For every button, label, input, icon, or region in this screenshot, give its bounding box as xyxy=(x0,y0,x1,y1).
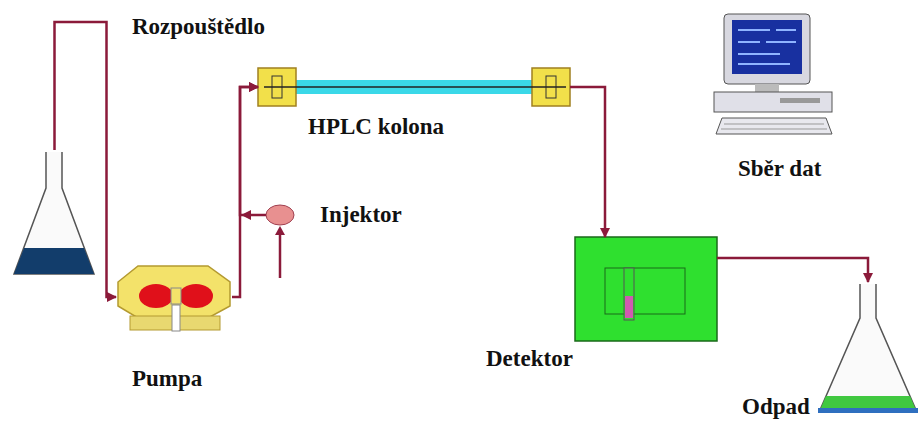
flow-line xyxy=(240,87,266,215)
component-label: Sběr dat xyxy=(738,156,821,182)
hplc-column: HPLC kolona xyxy=(258,68,570,106)
pump: Pumpa xyxy=(116,262,232,332)
column-axis xyxy=(264,86,566,88)
detector-body xyxy=(575,237,717,341)
component-label: Pumpa xyxy=(132,366,202,392)
detector: Detektor xyxy=(575,237,717,341)
flow-cell xyxy=(624,268,634,320)
connector-group xyxy=(55,22,869,297)
monitor-screen xyxy=(732,20,802,74)
pump-rod xyxy=(172,305,180,331)
monitor-stand xyxy=(755,84,779,92)
injector: Injektor xyxy=(266,205,294,225)
screen-line xyxy=(776,29,796,31)
solvent-flask: Rozpouštědlo xyxy=(12,150,97,278)
flow-line xyxy=(55,22,117,297)
component-label: Rozpouštědlo xyxy=(132,14,265,40)
screen-line xyxy=(738,29,770,31)
screen-line xyxy=(738,53,780,55)
detector-window xyxy=(605,268,685,314)
flow-line xyxy=(570,87,605,237)
keyboard xyxy=(716,118,832,134)
drive-slot xyxy=(780,98,820,103)
pump-head xyxy=(179,284,213,308)
sample-inlet-line xyxy=(279,232,282,278)
injector-valve xyxy=(266,205,294,225)
computer-case xyxy=(714,92,832,112)
flow-line xyxy=(232,87,258,297)
flow-line xyxy=(717,258,868,282)
pump-head xyxy=(139,284,173,308)
component-label: Odpad xyxy=(742,394,810,420)
flow-cell-sample xyxy=(625,296,633,318)
data-computer: Sběr dat xyxy=(712,12,834,137)
screen-line xyxy=(766,41,796,43)
screen-line xyxy=(738,63,790,65)
component-label: HPLC kolona xyxy=(308,114,444,140)
flask-base xyxy=(818,408,918,413)
keyboard-keys xyxy=(721,129,827,130)
flask-outline xyxy=(820,284,916,410)
sample-inlet-arrow xyxy=(275,226,285,235)
waste-flask: Odpad xyxy=(818,282,918,414)
flask-outline xyxy=(14,152,94,274)
component-label: Injektor xyxy=(320,202,402,228)
screen-line xyxy=(738,41,760,43)
waste-liquid xyxy=(820,396,916,410)
component-label: Detektor xyxy=(486,346,573,372)
pump-valve xyxy=(171,288,181,304)
monitor xyxy=(724,14,810,84)
keyboard-keys xyxy=(724,124,824,125)
solvent-liquid xyxy=(14,248,94,274)
